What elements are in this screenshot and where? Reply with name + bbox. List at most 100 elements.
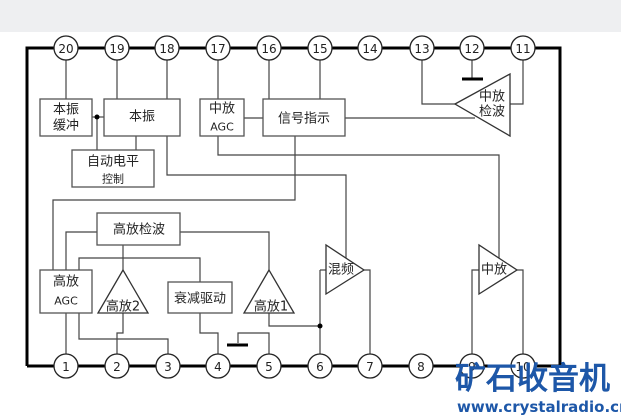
rf-agc-label-1: 高放: [53, 274, 79, 290]
pin-12: 12: [459, 35, 485, 61]
pin-1: 1: [53, 353, 79, 379]
block-signal-ind: [262, 98, 346, 137]
pin-11: 11: [510, 35, 536, 61]
blocks: [39, 98, 346, 314]
block-if-detector: [453, 72, 511, 138]
pin-label: 13: [414, 42, 429, 56]
pin-label: 5: [265, 360, 273, 374]
lo-buffer-label-2: 缓冲: [53, 119, 79, 134]
pin-label: 10: [515, 360, 530, 374]
watermark-title: 矿石收音机: [455, 361, 610, 397]
pin-label: 18: [159, 42, 174, 56]
pin-circle: [205, 353, 231, 379]
pin-label: 7: [366, 360, 374, 374]
if-agc-label-1: 中放: [209, 102, 235, 117]
pin-3: 3: [155, 353, 181, 379]
pin-circle: [256, 353, 282, 379]
pin-label: 11: [515, 42, 530, 56]
junction-dot: [317, 323, 323, 329]
alc-label-2: 控制: [102, 172, 124, 186]
pin-label: 3: [164, 360, 172, 374]
watermark: 矿石收音机 www.crystalradio.cn: [455, 361, 621, 416]
pin-circle: [155, 353, 181, 379]
pin-circle: [154, 35, 180, 61]
pin-16: 16: [256, 35, 282, 61]
block-rf-detector: [96, 212, 181, 246]
pin-circle: [53, 353, 79, 379]
pin-17: 17: [205, 35, 231, 61]
rf-detector-label: 高放检波: [113, 222, 165, 238]
pin-5: 5: [256, 353, 282, 379]
pin-9: 9: [459, 353, 485, 379]
if-agc-label-2: AGC: [210, 121, 234, 134]
pin-7: 7: [357, 353, 383, 379]
pin-2: 2: [104, 353, 130, 379]
pin-circle: [256, 35, 282, 61]
block-local-osc: [103, 98, 181, 137]
pin-label: 16: [261, 42, 276, 56]
pin-circle: [205, 35, 231, 61]
block-if-amp: [478, 243, 519, 296]
pin-label: 20: [58, 42, 73, 56]
lo-buffer-label-1: 本振: [53, 103, 79, 118]
pin-circle: [459, 35, 485, 61]
alc-label-1: 自动电平: [87, 155, 139, 170]
pin-circle: [510, 35, 536, 61]
pin-label: 2: [113, 360, 121, 374]
pin-circle: [357, 353, 383, 379]
block-mixer: [325, 243, 366, 296]
block-lo-buffer: [39, 98, 93, 137]
pin-circle: [307, 353, 333, 379]
pin-label: 4: [214, 360, 222, 374]
block-rf-amp1: [242, 268, 296, 314]
pin-circle: [510, 353, 536, 379]
pin-label: 15: [312, 42, 327, 56]
wiring: [52, 60, 524, 354]
rf-agc-label-2: AGC: [54, 295, 78, 308]
pin-6: 6: [307, 353, 333, 379]
pin-circle: [408, 353, 434, 379]
pin-circle: [104, 35, 130, 61]
pin-label: 17: [210, 42, 225, 56]
pin-8: 8: [408, 353, 434, 379]
block-alc: [71, 149, 155, 188]
junction-dot: [94, 114, 100, 120]
rf-amp1-label: 高放1: [254, 299, 288, 315]
atten-driver-label: 衰减驱动: [174, 291, 226, 307]
pin-circle: [357, 35, 383, 61]
pin-label: 9: [468, 360, 476, 374]
pin-14: 14: [357, 35, 383, 61]
pin-label: 14: [362, 42, 377, 56]
block-atten-driver: [167, 281, 233, 314]
signal-ind-label: 信号指示: [278, 112, 330, 127]
amplifiers: [96, 72, 519, 314]
pin-label: 8: [417, 360, 425, 374]
block-if-agc: [199, 98, 245, 137]
pin-circle: [409, 35, 435, 61]
pin-circle: [53, 35, 79, 61]
pin-10: 10: [510, 353, 536, 379]
pin-label: 12: [464, 42, 479, 56]
rf-amp2-label: 高放2: [106, 299, 140, 315]
mixer-label: 混频: [328, 263, 354, 278]
chip-border: [25, 46, 562, 366]
pin-label: 6: [316, 360, 324, 374]
watermark-url: www.crystalradio.cn: [457, 398, 621, 416]
if-detector-label-1: 中放: [479, 90, 505, 105]
local-osc-label: 本振: [129, 110, 155, 125]
pin-circle: [459, 353, 485, 379]
pin-18: 18: [154, 35, 180, 61]
pin-circle: [104, 353, 130, 379]
pin-label: 19: [109, 42, 124, 56]
pin-20: 20: [53, 35, 79, 61]
pin-4: 4: [205, 353, 231, 379]
pin-label: 1: [62, 360, 70, 374]
top-bar: [0, 0, 621, 32]
if-amp-label: 中放: [481, 263, 507, 278]
block-rf-amp2: [96, 268, 150, 314]
pin-15: 15: [307, 35, 333, 61]
pin-circle: [307, 35, 333, 61]
ground-symbols: [227, 77, 483, 347]
